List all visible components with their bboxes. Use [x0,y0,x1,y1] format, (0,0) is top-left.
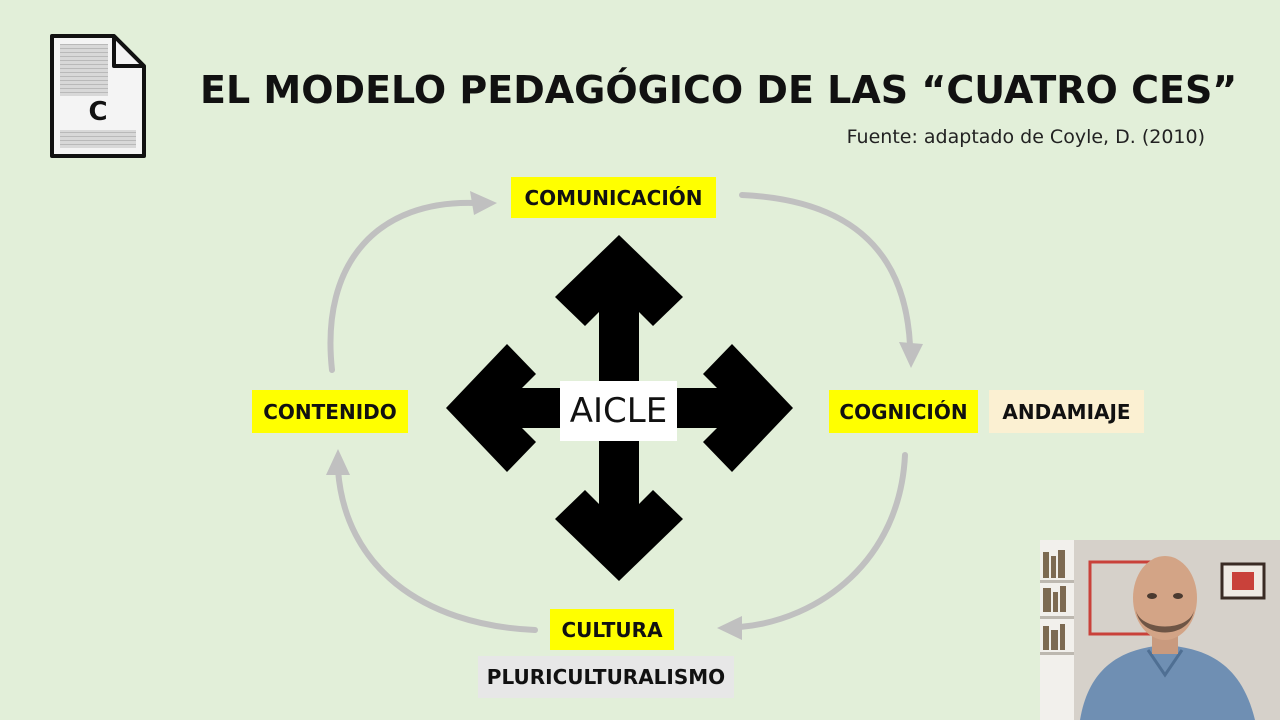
source-citation: Fuente: adaptado de Coyle, D. (2010) [846,126,1205,148]
center-arrowhead-left [446,344,536,472]
label-scaffolding: ANDAMIAJE [989,390,1144,433]
slide-title: EL MODELO PEDAGÓGICO DE LAS “CUATRO CES” [200,68,1238,112]
center-arrowhead-down [555,490,683,581]
label-communication: COMUNICACIÓN [511,177,716,218]
center-label-aicle: AICLE [560,381,677,441]
cycle-arrow-communication-to-cognition [739,192,913,348]
label-culture: CULTURA [550,609,674,650]
center-arrowhead-right [703,344,793,472]
presenter-head [1133,556,1197,640]
cycle-arrow-content-to-communication [327,199,478,373]
cycle-arrowhead-2 [899,342,923,368]
label-pluriculturalism: PLURICULTURALISMO [478,656,734,698]
cycle-arrowhead-1 [470,191,497,215]
wall-frame-right [1220,562,1266,600]
label-content: CONTENIDO [252,390,408,433]
file-icon-letter: C [88,97,107,127]
label-cognition: COGNICIÓN [829,390,978,433]
presenter-shirt [1080,645,1255,720]
document-icon: C [48,32,148,160]
cycle-arrow-culture-to-content [335,467,538,633]
cycle-arrow-cognition-to-culture [737,452,908,630]
center-arrowhead-up [555,235,683,326]
cycle-arrowhead-3 [717,616,742,640]
presenter-video [1040,540,1280,720]
cycle-arrowhead-4 [326,449,350,475]
